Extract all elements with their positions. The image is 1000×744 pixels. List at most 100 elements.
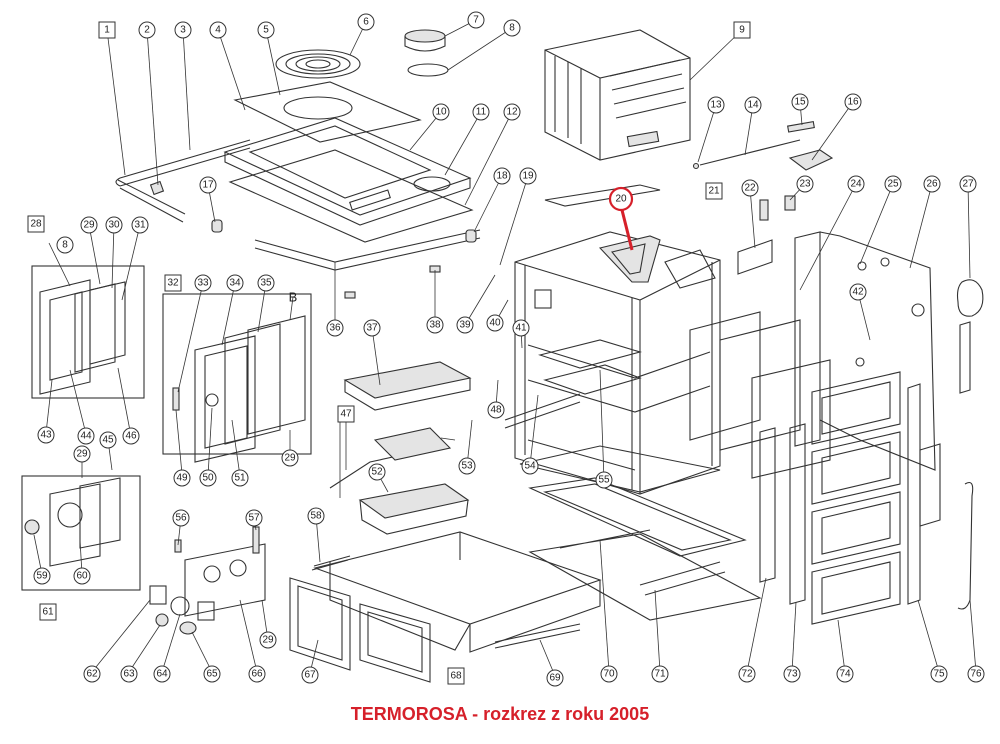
part-rod bbox=[699, 139, 801, 166]
svg-text:3: 3 bbox=[180, 25, 186, 36]
svg-text:5: 5 bbox=[263, 25, 269, 36]
part-lid bbox=[404, 29, 446, 43]
svg-text:38: 38 bbox=[429, 320, 441, 331]
svg-text:1: 1 bbox=[104, 25, 110, 36]
callout-72: 72 bbox=[738, 665, 756, 683]
svg-text:75: 75 bbox=[933, 669, 945, 680]
callout-55: 55 bbox=[595, 471, 613, 489]
callout-61: 61 bbox=[39, 603, 57, 621]
svg-text:24: 24 bbox=[850, 179, 862, 190]
callout-18: 18 bbox=[493, 167, 511, 185]
svg-text:14: 14 bbox=[747, 100, 759, 111]
part-drawer bbox=[313, 531, 602, 625]
callout-47: 47 bbox=[337, 405, 355, 423]
callout-8: 8 bbox=[503, 19, 521, 37]
part-round-gasket bbox=[956, 279, 984, 317]
callout-3: 3 bbox=[174, 21, 192, 39]
leader-lines bbox=[33, 19, 977, 677]
callout-59: 59 bbox=[33, 567, 51, 585]
callout-46: 46 bbox=[122, 427, 140, 445]
svg-text:4: 4 bbox=[215, 25, 221, 36]
callout-33: 33 bbox=[194, 274, 212, 292]
callout-75: 75 bbox=[930, 665, 948, 683]
callout-64: 64 bbox=[153, 665, 171, 683]
part-ash-tray bbox=[358, 483, 470, 519]
callout-11: 11 bbox=[472, 103, 490, 121]
svg-text:39: 39 bbox=[459, 320, 471, 331]
callout-8b: 8 bbox=[56, 236, 74, 254]
callout-15: 15 bbox=[791, 93, 809, 111]
svg-text:59: 59 bbox=[36, 571, 48, 582]
callout-50: 50 bbox=[199, 469, 217, 487]
svg-text:61: 61 bbox=[42, 607, 54, 618]
svg-text:29: 29 bbox=[262, 635, 274, 646]
callout-24: 24 bbox=[847, 175, 865, 193]
svg-text:36: 36 bbox=[329, 323, 341, 334]
callout-12: 12 bbox=[503, 103, 521, 121]
part-clip bbox=[149, 180, 165, 196]
part-ring bbox=[407, 63, 449, 77]
callout-29b: 29 bbox=[73, 445, 91, 463]
group-box-61 bbox=[21, 475, 141, 591]
svg-text:47: 47 bbox=[340, 409, 352, 420]
callout-31: 31 bbox=[131, 216, 149, 234]
diagram-caption: TERMOROSA - rozkrez z roku 2005 bbox=[350, 704, 650, 724]
svg-text:64: 64 bbox=[156, 669, 168, 680]
part-cooktop bbox=[223, 117, 472, 226]
svg-text:15: 15 bbox=[794, 97, 806, 108]
part-tray bbox=[343, 361, 472, 399]
callout-73: 73 bbox=[783, 665, 801, 683]
part-ash-frame bbox=[528, 477, 747, 557]
callout-9: 9 bbox=[733, 21, 751, 39]
svg-text:10: 10 bbox=[435, 107, 447, 118]
svg-text:74: 74 bbox=[839, 669, 851, 680]
callout-29: 29 bbox=[80, 216, 98, 234]
callout-76: 76 bbox=[967, 665, 985, 683]
svg-text:71: 71 bbox=[654, 669, 666, 680]
svg-text:33: 33 bbox=[197, 278, 209, 289]
svg-text:11: 11 bbox=[476, 107, 487, 118]
callout-74: 74 bbox=[836, 665, 854, 683]
callout-14: 14 bbox=[744, 96, 762, 114]
callout-21: 21 bbox=[705, 182, 723, 200]
callout-44: 44 bbox=[77, 427, 95, 445]
part-top-plate bbox=[233, 81, 422, 143]
parts-drawing bbox=[21, 29, 984, 683]
callout-43: 43 bbox=[37, 426, 55, 444]
callout-71: 71 bbox=[651, 665, 669, 683]
part-bracket-20 bbox=[598, 235, 661, 283]
part-side-panel bbox=[794, 231, 821, 447]
callout-38: 38 bbox=[426, 316, 444, 334]
svg-text:62: 62 bbox=[86, 669, 98, 680]
svg-text:57: 57 bbox=[248, 513, 260, 524]
part-door-left bbox=[39, 279, 91, 395]
svg-text:72: 72 bbox=[741, 669, 753, 680]
callout-65: 65 bbox=[203, 665, 221, 683]
callout-66: 66 bbox=[248, 665, 266, 683]
callout-62: 62 bbox=[83, 665, 101, 683]
part-back-panel bbox=[819, 231, 936, 471]
callout-29c: 29 bbox=[281, 449, 299, 467]
callout-2: 2 bbox=[138, 21, 156, 39]
svg-text:41: 41 bbox=[515, 323, 527, 334]
svg-text:60: 60 bbox=[76, 571, 88, 582]
svg-text:44: 44 bbox=[80, 431, 92, 442]
part-control-plate bbox=[184, 543, 266, 617]
svg-text:48: 48 bbox=[490, 405, 502, 416]
callout-25: 25 bbox=[884, 175, 902, 193]
svg-text:29: 29 bbox=[83, 220, 95, 231]
svg-text:63: 63 bbox=[123, 669, 135, 680]
svg-text:6: 6 bbox=[363, 17, 369, 28]
svg-text:32: 32 bbox=[167, 278, 179, 289]
callout-34: 34 bbox=[226, 274, 244, 292]
callout-68: 68 bbox=[447, 667, 465, 685]
svg-text:52: 52 bbox=[371, 467, 383, 478]
group-box-32 bbox=[162, 293, 312, 455]
callout-32: 32 bbox=[164, 274, 182, 292]
svg-text:42: 42 bbox=[852, 287, 864, 298]
callout-56: 56 bbox=[172, 509, 190, 527]
callout-37: 37 bbox=[363, 319, 381, 337]
svg-text:25: 25 bbox=[887, 179, 899, 190]
